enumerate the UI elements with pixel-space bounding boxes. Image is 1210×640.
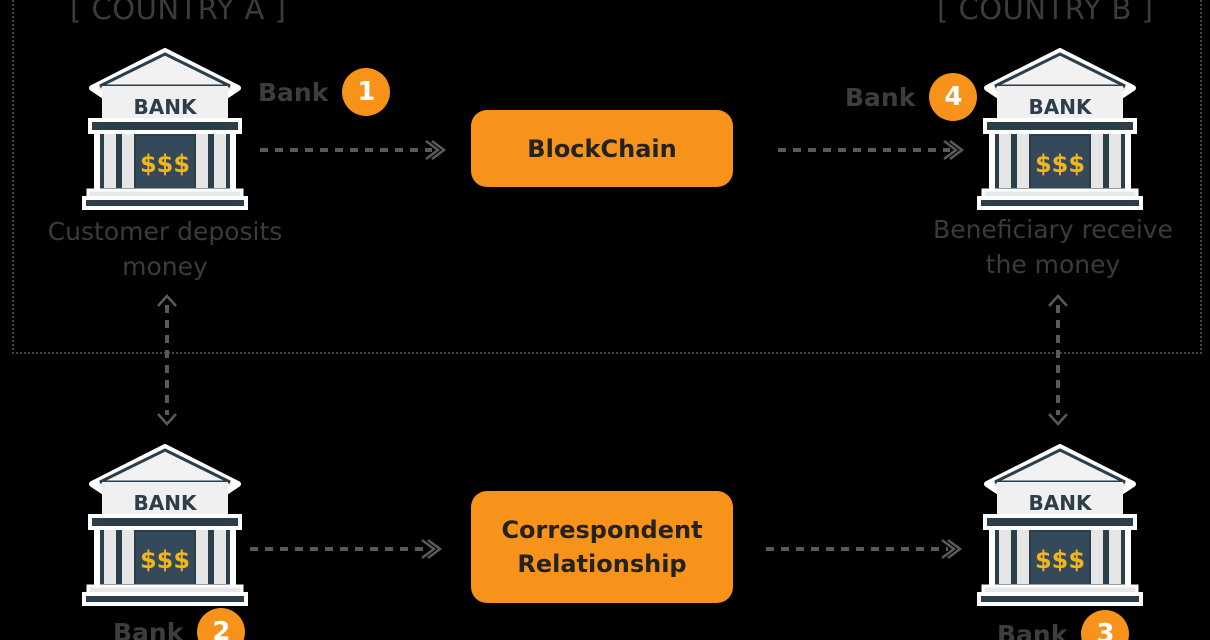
svg-text:$$$: $$$	[1035, 150, 1085, 178]
bank-3-label: Bank 3	[997, 610, 1130, 640]
bank-building-icon: BANK $$$	[80, 444, 250, 609]
bank-building-icon: BANK $$$	[975, 444, 1145, 609]
country-a-title: [ COUNTRY A ]	[70, 0, 287, 26]
svg-text:BANK: BANK	[134, 491, 198, 515]
svg-text:BANK: BANK	[134, 95, 198, 119]
svg-text:$$$: $$$	[140, 150, 190, 178]
blockchain-box: BlockChain	[471, 110, 733, 187]
correspondent-relationship-box: Correspondent Relationship	[471, 491, 733, 603]
bank-1-caption: Customer deposits money	[15, 214, 315, 284]
caption-line: Beneficiary receive	[933, 215, 1173, 244]
caption-line: money	[122, 252, 208, 281]
arrow-heads	[157, 140, 1068, 559]
step-badge-4: 4	[929, 73, 978, 121]
correspondent-label-line2: Relationship	[517, 550, 687, 578]
bank-1-label: Bank 1	[258, 68, 391, 116]
svg-text:$$$: $$$	[140, 546, 190, 574]
country-boundary-frame	[12, 0, 1202, 354]
correspondent-label-line1: Correspondent	[501, 516, 703, 544]
svg-text:BANK: BANK	[1029, 95, 1093, 119]
svg-text:BANK: BANK	[1029, 491, 1093, 515]
blockchain-label: BlockChain	[527, 134, 677, 163]
caption-line: the money	[985, 250, 1121, 279]
bank-4-label: Bank 4	[845, 73, 978, 121]
bank-label-text: Bank	[997, 619, 1068, 640]
bank-4-caption: Beneficiary receive the money	[903, 212, 1203, 282]
bank-label-text: Bank	[845, 82, 916, 112]
bank-label-text: Bank	[258, 77, 329, 107]
caption-line: Customer deposits	[47, 217, 283, 246]
step-badge-1: 1	[342, 68, 391, 116]
country-b-title: [ COUNTRY B ]	[937, 0, 1154, 26]
bank-2-label: Bank 2	[113, 608, 246, 640]
bank-building-icon: BANK $$$	[80, 48, 250, 213]
bank-label-text: Bank	[113, 617, 184, 640]
bank-building-icon: BANK $$$	[975, 48, 1145, 213]
svg-text:$$$: $$$	[1035, 546, 1085, 574]
